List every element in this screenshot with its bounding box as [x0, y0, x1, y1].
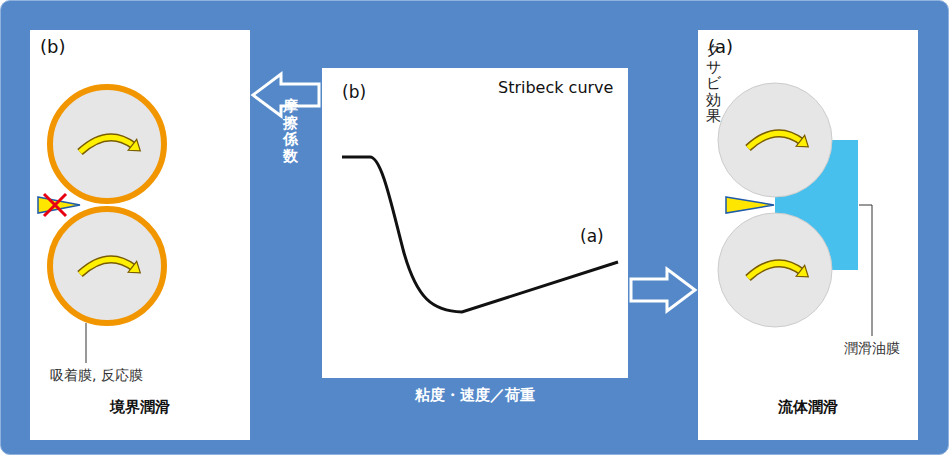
rotation-arrow-head [796, 265, 808, 277]
cross-mark [44, 194, 66, 216]
curve-point-label: (a) [580, 226, 604, 246]
stribeck-curve [342, 157, 618, 312]
wedge-symbol [726, 197, 774, 213]
panel-title: 境界潤滑 [30, 398, 250, 416]
rotation-arrow-outline [748, 133, 802, 148]
fluid-lubrication-figure [698, 30, 918, 440]
panel-title: Stribeck curve [498, 78, 613, 97]
roller-lower [50, 209, 164, 323]
rotation-arrow-head [128, 261, 140, 273]
panel-box: (b) 境界潤滑 吸着膜, 反応膜 [30, 30, 250, 440]
rotation-arrow [748, 133, 802, 148]
roller-lower [718, 213, 832, 327]
panel-tag: (b) [40, 36, 65, 58]
leader-line [86, 323, 87, 363]
stribeck-curve-plot [322, 68, 628, 378]
panel-title: 流体潤滑 [698, 398, 918, 416]
rotation-arrow-outline [80, 137, 134, 152]
film-label: 吸着膜, 反応膜 [50, 367, 143, 384]
rotation-arrow-head [796, 135, 808, 147]
roller-upper [50, 87, 164, 201]
block-arrow [631, 269, 695, 311]
wedge-effect-label: クサビ効果 [706, 42, 721, 125]
rotation-arrow [748, 263, 802, 278]
panel-box: Stribeck curve (b) (a) [322, 68, 628, 378]
rotation-arrow [80, 259, 134, 274]
oil-film-label: 潤滑油膜 [844, 340, 900, 357]
axis-label: 摩擦係数 [283, 98, 298, 164]
roller-upper [718, 83, 832, 197]
leader-line [859, 205, 872, 336]
axis-label: 粘度・速度／荷重 [415, 386, 535, 404]
rotation-arrow [80, 137, 134, 152]
rotation-arrow-outline [748, 263, 802, 278]
panel-box: (a)流体潤滑クサビ効果潤滑油膜 [698, 30, 918, 440]
cross-mark [44, 194, 66, 216]
curve-point-label: (b) [342, 82, 366, 102]
rotation-arrow-head [128, 139, 140, 151]
rotation-arrow-outline [80, 259, 134, 274]
